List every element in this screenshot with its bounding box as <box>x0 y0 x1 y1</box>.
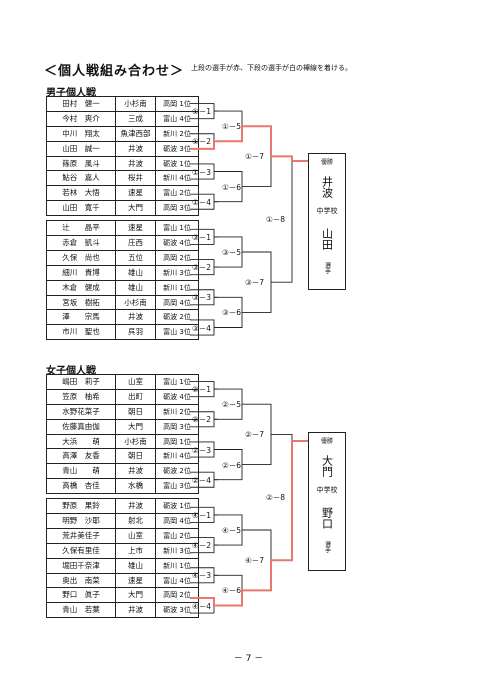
match-label: ①－1 <box>192 107 211 117</box>
player-row: 青山 若葉井波砺波 3位 <box>46 602 199 619</box>
match-label: ③－7 <box>245 278 264 288</box>
winner-player-suffix: 選手 <box>323 262 331 274</box>
match-label: ①－8 <box>266 215 285 225</box>
player-row: 辻 晶平速星富山 1位 <box>46 220 199 237</box>
player-rank: 高岡 2位 <box>155 587 199 604</box>
boys-player-table: 田村 健一小杉南高岡 1位今村 爽介三成富山 4位中川 翔太魚津西部新川 2位山… <box>46 96 199 341</box>
winner-school: 大門 <box>320 455 334 477</box>
bracket-line <box>190 440 308 607</box>
player-rank: 富山 3位 <box>155 478 199 495</box>
player-row: 鮎谷 嘉人桜井新川 4位 <box>46 170 199 187</box>
page-number: － 7 － <box>233 654 264 664</box>
player-row: 篠原 風斗井波砺波 1位 <box>46 155 199 172</box>
page-heading: ＜個人戦組み合わせ＞ <box>44 64 185 79</box>
match-label: ④－5 <box>222 526 241 535</box>
player-row: 嶋田 莉子山室富山 1位 <box>46 374 199 390</box>
player-row: 市川 聖也呉羽富山 3位 <box>46 324 199 341</box>
match-label: ①－5 <box>222 122 241 132</box>
player-row: 宮坂 樹拓小杉南高岡 4位 <box>46 294 199 311</box>
player-rank: 砺波 3位 <box>155 602 199 619</box>
player-row: 笠原 柚希出町砺波 4位 <box>46 388 199 405</box>
player-row: 高橋 杏佳水橋富山 3位 <box>46 478 199 495</box>
player-row: 佐藤真由伽大門高岡 3位 <box>46 418 199 435</box>
player-row: 山田 寛千大門高岡 3位 <box>46 200 199 217</box>
match-label: ②－5 <box>222 400 241 410</box>
winner-player-suffix: 選手 <box>323 541 331 553</box>
match-label: ②－3 <box>192 445 211 455</box>
player-rank: 高岡 3位 <box>155 200 199 217</box>
match-label: ②－4 <box>192 475 211 485</box>
match-label: ④－4 <box>192 601 211 611</box>
sash-note: 上段の選手が赤、下段の選手が白の襷線を着ける。 <box>191 64 352 72</box>
match-label: ③－1 <box>192 232 211 242</box>
match-label: ③－3 <box>192 293 211 303</box>
winner-name: 野口 <box>320 507 334 529</box>
match-label: ①－7 <box>245 152 264 162</box>
bracket-line <box>190 125 308 162</box>
match-label: ②－2 <box>192 415 211 425</box>
boys-winner-box: 優勝 井波 中学校 山田 選手 <box>308 153 346 290</box>
player-row: 野口 眞子大門高岡 2位 <box>46 587 199 604</box>
winner-tag: 優勝 <box>320 438 333 445</box>
match-label: ④－2 <box>192 541 211 551</box>
player-row: 水野花菜子朝日新川 2位 <box>46 403 199 420</box>
player-row: 細川 貴博雄山新川 3位 <box>46 264 199 281</box>
player-row: 大浜 萌小杉南高岡 1位 <box>46 433 199 450</box>
player-rank: 富山 3位 <box>155 324 199 341</box>
match-label: ④－3 <box>192 571 211 581</box>
match-label: ①－4 <box>192 197 211 207</box>
player-row: 荒井美佳子山室富山 2位 <box>46 527 199 544</box>
player-row: 赤倉 凱斗庄西砺波 4位 <box>46 235 199 251</box>
girls-player-table: 嶋田 莉子山室富山 1位笠原 柚希出町砺波 4位水野花菜子朝日新川 2位佐藤真由… <box>46 374 199 619</box>
player-row: 山田 誠一井波砺波 3位 <box>46 140 199 157</box>
girls-winner-box: 優勝 大門 中学校 野口 選手 <box>308 432 346 571</box>
winner-school: 井波 <box>320 176 334 198</box>
match-label: ①－2 <box>192 137 211 147</box>
match-label: ①－3 <box>192 167 211 177</box>
match-label: ③－5 <box>222 248 241 257</box>
match-label: ④－6 <box>222 586 241 596</box>
player-row: 田村 健一小杉南高岡 1位 <box>46 96 199 112</box>
player-row: 明野 沙耶射北高岡 4位 <box>46 513 199 529</box>
girls-section-title: 女子個人戦 <box>46 366 96 377</box>
boys-section-title: 男子個人戦 <box>46 88 96 99</box>
match-label: ③－2 <box>192 263 211 273</box>
player-row: 今村 爽介三成富山 4位 <box>46 110 199 127</box>
match-label: ④－7 <box>245 556 264 566</box>
player-school: 大門 <box>115 200 156 217</box>
match-label: ④－1 <box>192 510 211 520</box>
player-row: 澤 宗馬井波砺波 2位 <box>46 309 199 326</box>
winner-school-suffix: 中学校 <box>316 207 338 215</box>
match-label: ①－6 <box>222 182 241 192</box>
match-label: ②－7 <box>245 430 264 440</box>
match-label: ②－1 <box>192 385 211 395</box>
player-row: 若林 大悟速星富山 2位 <box>46 185 199 202</box>
match-label: ③－6 <box>222 308 241 318</box>
player-row: 奥出 南菜速星富山 4位 <box>46 572 199 589</box>
match-label: ③－4 <box>192 323 211 333</box>
match-label: ②－6 <box>222 460 241 470</box>
winner-name: 山田 <box>320 228 334 250</box>
match-label: ②－8 <box>266 493 285 503</box>
winner-tag: 優勝 <box>320 159 333 166</box>
player-row: 堀田千奈津雄山新川 1位 <box>46 557 199 574</box>
winner-school-suffix: 中学校 <box>316 486 338 494</box>
